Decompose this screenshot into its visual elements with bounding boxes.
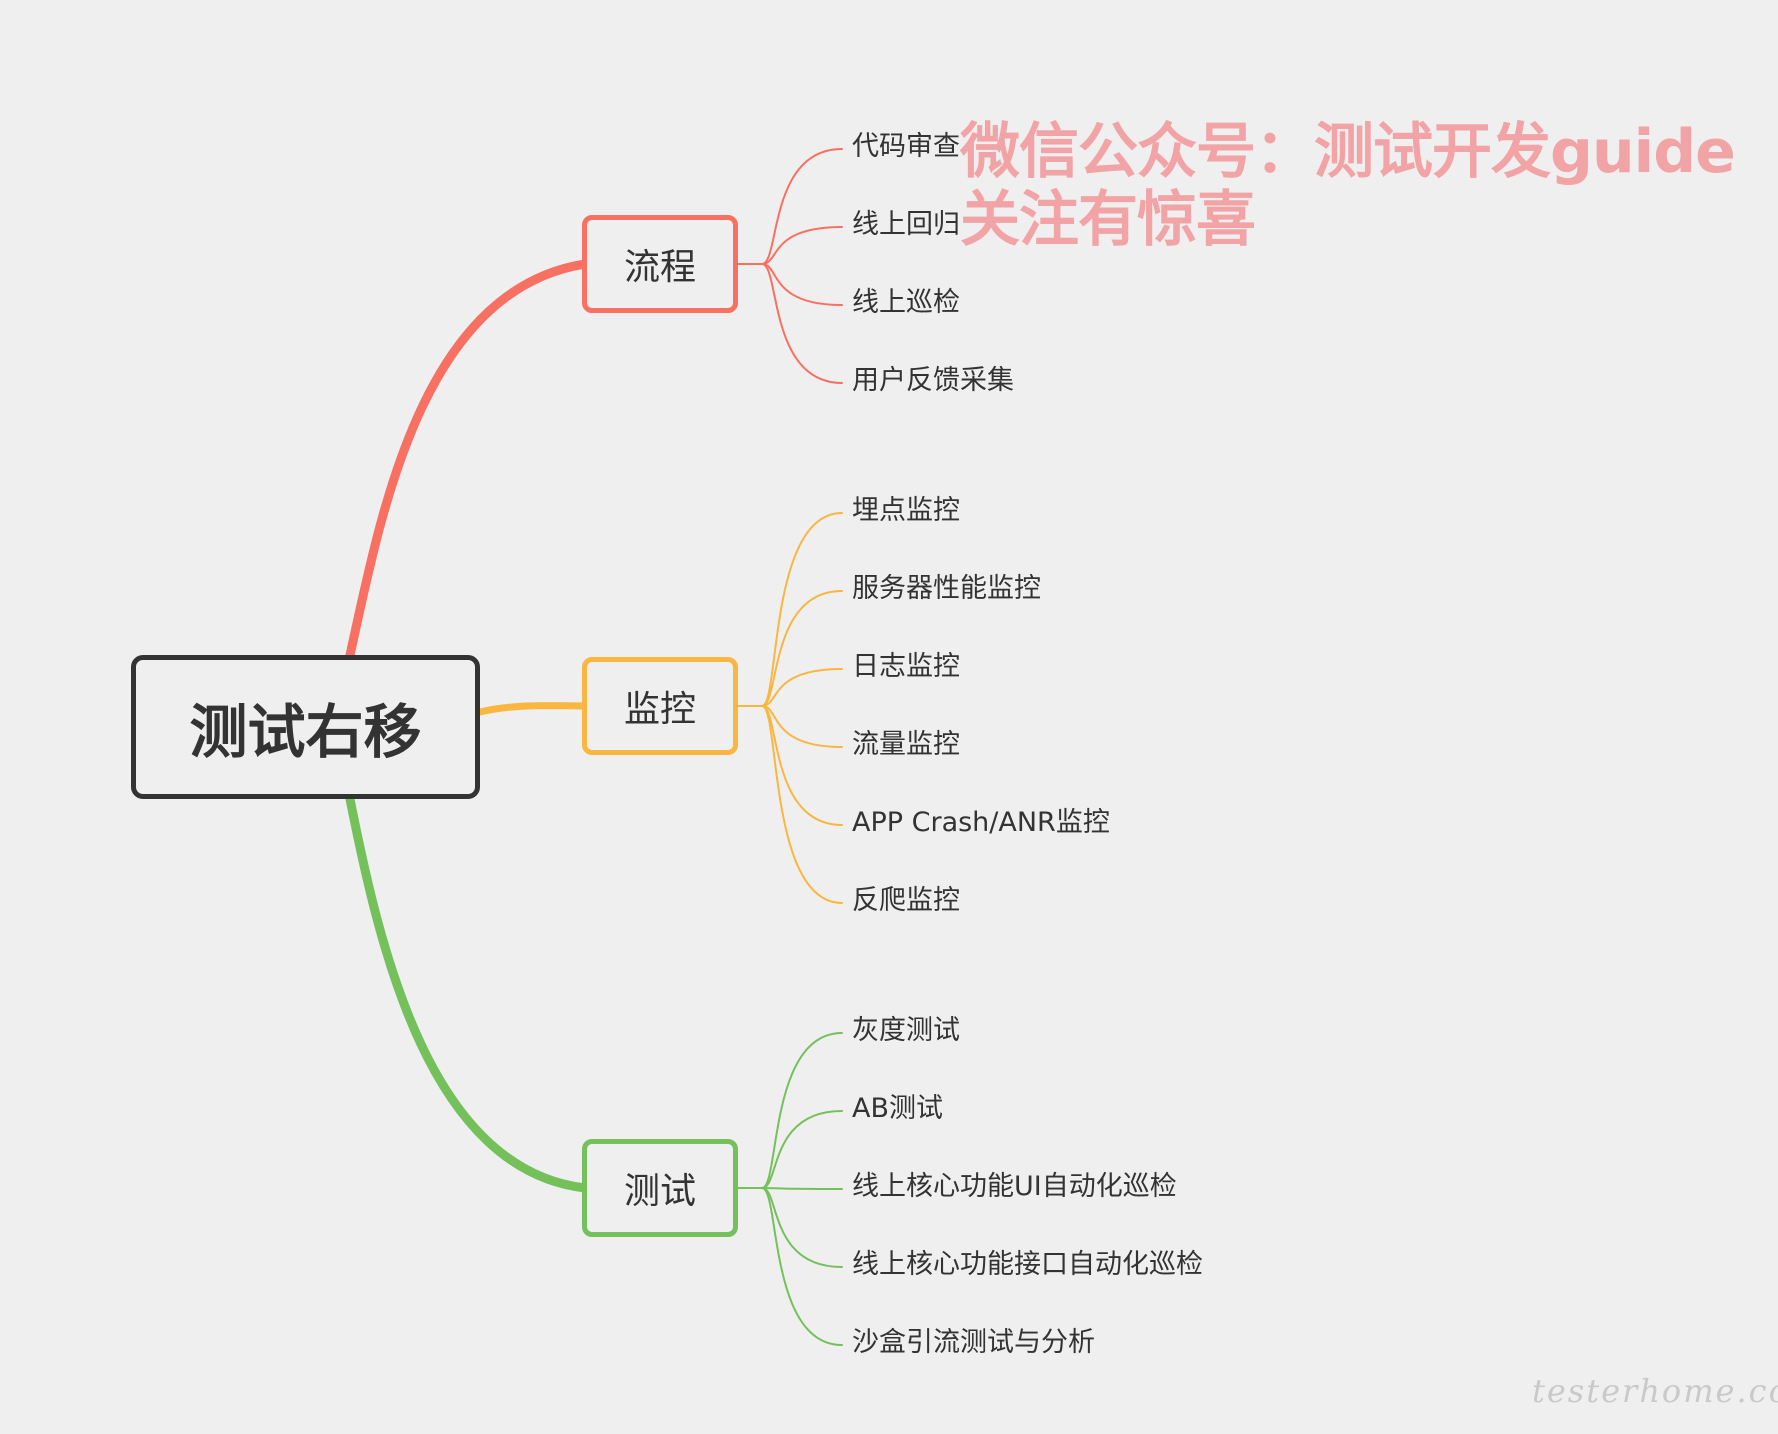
branch-node-testing: 测试 [582,1139,738,1237]
leaf-node: APP Crash/ANR监控 [852,807,1110,838]
leaf-connector [761,226,843,265]
leaf-connector [761,590,843,707]
site-watermark: testerhome.com [1532,1372,1778,1410]
branch-node-monitoring: 监控 [582,657,738,755]
leaf-node: 代码审查 [852,131,960,162]
leaf-node: 反爬监控 [852,885,960,916]
leaf-connector [761,512,843,707]
leaf-node: 线上核心功能UI自动化巡检 [852,1171,1177,1202]
root-connector-process [345,259,590,660]
branch-label: 流程 [623,247,696,288]
leaf-connector [761,1110,843,1189]
root-connector-monitoring [476,702,589,716]
leaf-node: 线上核心功能接口自动化巡检 [852,1249,1203,1280]
branch-label: 测试 [623,1171,696,1212]
leaf-node: 灰度测试 [852,1015,960,1046]
leaf-node: AB测试 [852,1093,943,1124]
leaf-connector [761,148,843,265]
leaf-node: 线上回归 [852,209,960,240]
root-connector-testing [345,794,590,1193]
leaf-connector [761,1032,843,1189]
leaf-node: 流量监控 [852,729,960,760]
leaf-connector [761,705,843,826]
branch-label: 监控 [623,689,696,730]
root-label: 测试右移 [189,698,422,766]
leaf-node: 线上巡检 [852,287,960,318]
leaf-node: 沙盒引流测试与分析 [852,1327,1095,1358]
wechat-watermark: 微信公众号：测试开发guide 关注有惊喜 [960,117,1736,255]
branch-node-process: 流程 [582,215,738,313]
leaf-connector [761,263,843,306]
root-node: 测试右移 [131,655,480,799]
watermark-line: 关注有惊喜 [960,185,1256,255]
leaf-connector [761,705,843,904]
leaf-connector [761,705,843,748]
watermark-line: 微信公众号：测试开发guide [960,117,1736,187]
leaf-node: 用户反馈采集 [852,365,1014,396]
leaf-node: 服务器性能监控 [852,573,1041,604]
leaf-connector [761,1187,843,1346]
leaf-node: 日志监控 [852,651,960,682]
leaf-connector [761,1187,843,1268]
leaf-connector [761,1187,843,1190]
leaf-connector [761,668,843,707]
leaf-connector [761,263,843,384]
leaf-node: 埋点监控 [852,495,960,526]
